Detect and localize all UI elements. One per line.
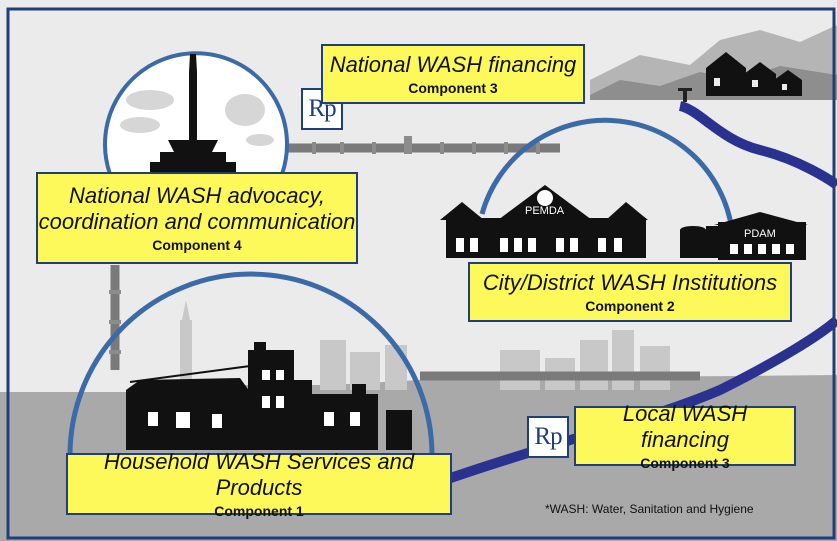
pdam-windows [730,244,794,254]
rupiah-icon: Rp [527,416,569,458]
household-arc [67,271,435,456]
local-financing-component: Component 3 [640,454,730,471]
household-title: Household WASH Services and Products [103,448,415,500]
advocacy-title-line1: National WASH advocacy, [69,182,325,208]
pipe-joints [109,136,540,354]
local-financing-title: Local WASH financing [622,400,748,452]
city-institutions-title: City/District WASH Institutions [482,269,778,295]
local-financing-box: Local WASH financing Component 3 [574,401,796,471]
national-monument [150,54,236,174]
river [678,101,837,190]
household-windows [148,370,360,428]
map-islands [120,90,274,146]
village-houses [706,52,802,96]
advocacy-box: National WASH advocacy, coordination and… [36,172,358,264]
national-financing-title: National WASH financing [329,51,577,77]
national-financing-box: National WASH financing Component 3 [321,44,585,104]
city-skyline [180,300,670,390]
pemda-building [440,185,648,258]
water-tap [678,88,692,102]
advocacy-component: Component 4 [152,236,242,253]
pdam-label: PDAM [744,228,776,240]
city-institutions-component: Component 2 [585,297,675,314]
household-box: Household WASH Services and Products Com… [66,449,452,519]
pemda-windows [456,238,622,252]
advocacy-title-line2: coordination and communication [38,208,356,234]
pemda-label: PEMDA [525,205,565,217]
frame [6,7,836,540]
household-component: Component 1 [214,502,304,519]
footnote: *WASH: Water, Sanitation and Hygiene [545,502,754,516]
institutions-arc [479,117,735,231]
city-institutions-box: City/District WASH Institutions Componen… [468,262,792,322]
national-financing-component: Component 3 [408,79,498,96]
